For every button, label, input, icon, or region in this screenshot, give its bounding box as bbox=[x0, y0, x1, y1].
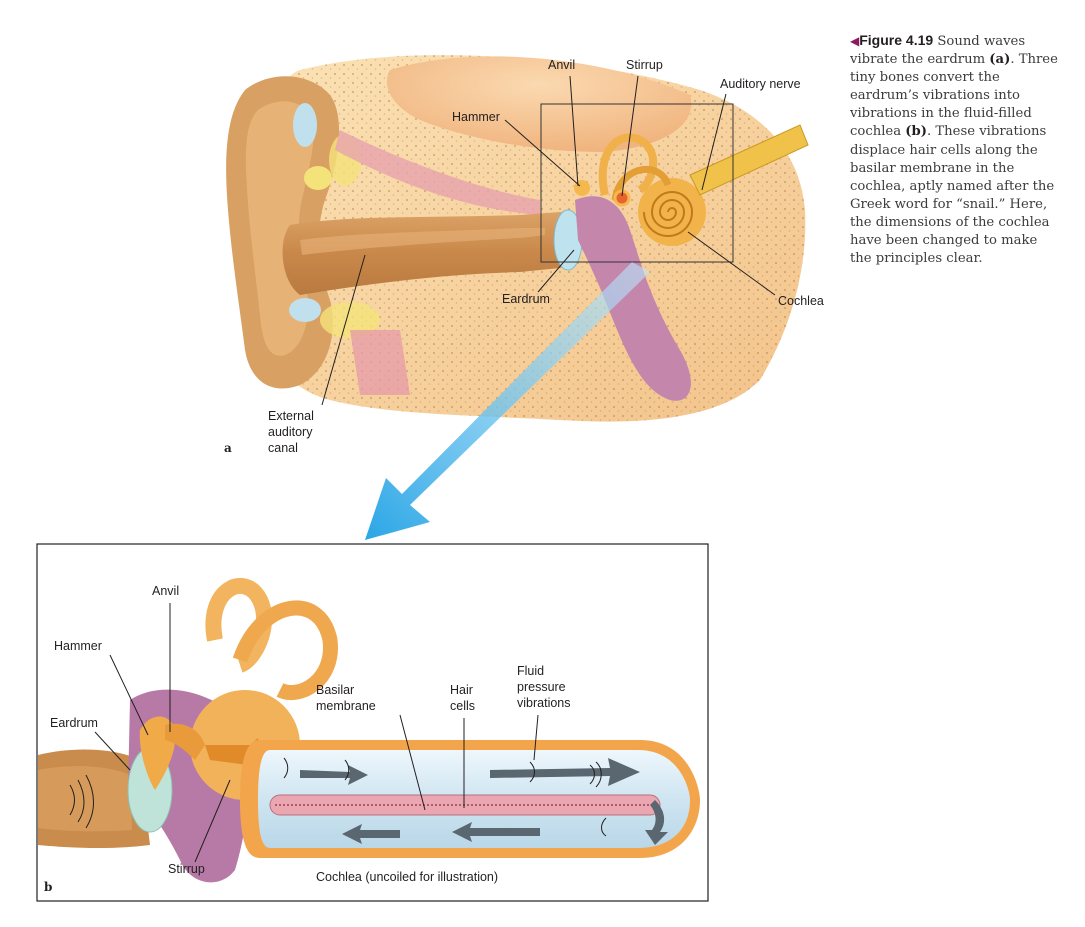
label-external-canal-1: External bbox=[268, 409, 314, 423]
anvil-b bbox=[165, 723, 205, 760]
zoom-arrow bbox=[365, 262, 650, 540]
label-auditory-nerve: Auditory nerve bbox=[720, 77, 801, 91]
caption-marker-icon: ◀ bbox=[850, 34, 860, 48]
label-hammer-a: Hammer bbox=[452, 110, 500, 124]
label-external-canal-2: auditory bbox=[268, 425, 313, 439]
eustachian-tube bbox=[575, 196, 691, 401]
cochlea-spiral bbox=[643, 191, 694, 237]
label-anvil-a: Anvil bbox=[548, 58, 576, 72]
zoom-frame bbox=[540, 103, 734, 263]
leader-lines-b bbox=[94, 603, 539, 863]
semicircular-canals bbox=[598, 133, 658, 196]
cartilage-cell bbox=[320, 302, 380, 338]
fluid-flow-arrows bbox=[300, 758, 668, 845]
muscle-strip-lower bbox=[350, 330, 410, 395]
caption-ref-a: (a) bbox=[989, 52, 1011, 68]
figure-number: Figure 4.19 bbox=[859, 32, 934, 48]
caption-ref-b: (b) bbox=[905, 124, 927, 140]
canal-loop-1 bbox=[205, 577, 272, 673]
label-stirrup-b: Stirrup bbox=[168, 862, 205, 876]
panel-a-illustration bbox=[226, 55, 809, 422]
label-hair-1: Hair bbox=[450, 683, 473, 697]
label-stirrup-a: Stirrup bbox=[626, 58, 663, 72]
label-hammer-b: Hammer bbox=[54, 639, 102, 653]
label-external-canal-3: canal bbox=[268, 441, 298, 455]
brain-region bbox=[386, 56, 692, 152]
cartilage-cell bbox=[304, 166, 332, 190]
cochlea-a bbox=[638, 178, 706, 246]
label-fluid-3: vibrations bbox=[517, 696, 571, 710]
label-hair-2: cells bbox=[450, 699, 476, 713]
label-anvil-b: Anvil bbox=[152, 584, 180, 598]
label-fluid-2: pressure bbox=[517, 680, 566, 694]
cartilage-cell bbox=[293, 103, 317, 147]
figure-caption: ◀Figure 4.19 Sound waves vibrate the ear… bbox=[850, 31, 1060, 268]
pinna-fold bbox=[245, 101, 314, 356]
caption-text-2: . Three tiny bones convert the eardrum’s… bbox=[850, 52, 1058, 140]
label-basilar-2: membrane bbox=[316, 699, 376, 713]
leader-lines-a bbox=[321, 75, 776, 406]
caption-text-3: . These vibrations displace hair cells a… bbox=[850, 124, 1055, 267]
panel-letter-a: a bbox=[224, 441, 232, 455]
label-cochlea-uncoiled: Cochlea (uncoiled for illustration) bbox=[316, 870, 499, 884]
label-cochlea-a: Cochlea bbox=[778, 294, 824, 308]
stirrup-a bbox=[613, 189, 631, 207]
semicircular-canal-2 bbox=[611, 166, 672, 201]
canal-b bbox=[38, 766, 132, 832]
ear-canal-highlight bbox=[300, 228, 545, 255]
caption-text-1: Sound waves vibrate the eardrum bbox=[850, 34, 1026, 68]
muscle-strip bbox=[335, 130, 540, 215]
panel-b-illustration bbox=[36, 543, 709, 902]
cartilage-cell bbox=[289, 298, 321, 322]
auditory-nerve bbox=[689, 124, 809, 196]
panel-letter-b: b bbox=[44, 880, 53, 894]
label-eardrum-a: Eardrum bbox=[502, 292, 550, 306]
label-eardrum-b: Eardrum bbox=[50, 716, 98, 730]
sound-waves bbox=[69, 757, 607, 837]
label-basilar-1: Basilar bbox=[316, 683, 355, 697]
label-fluid-1: Fluid bbox=[517, 664, 545, 678]
canal-loop-2 bbox=[232, 600, 338, 701]
